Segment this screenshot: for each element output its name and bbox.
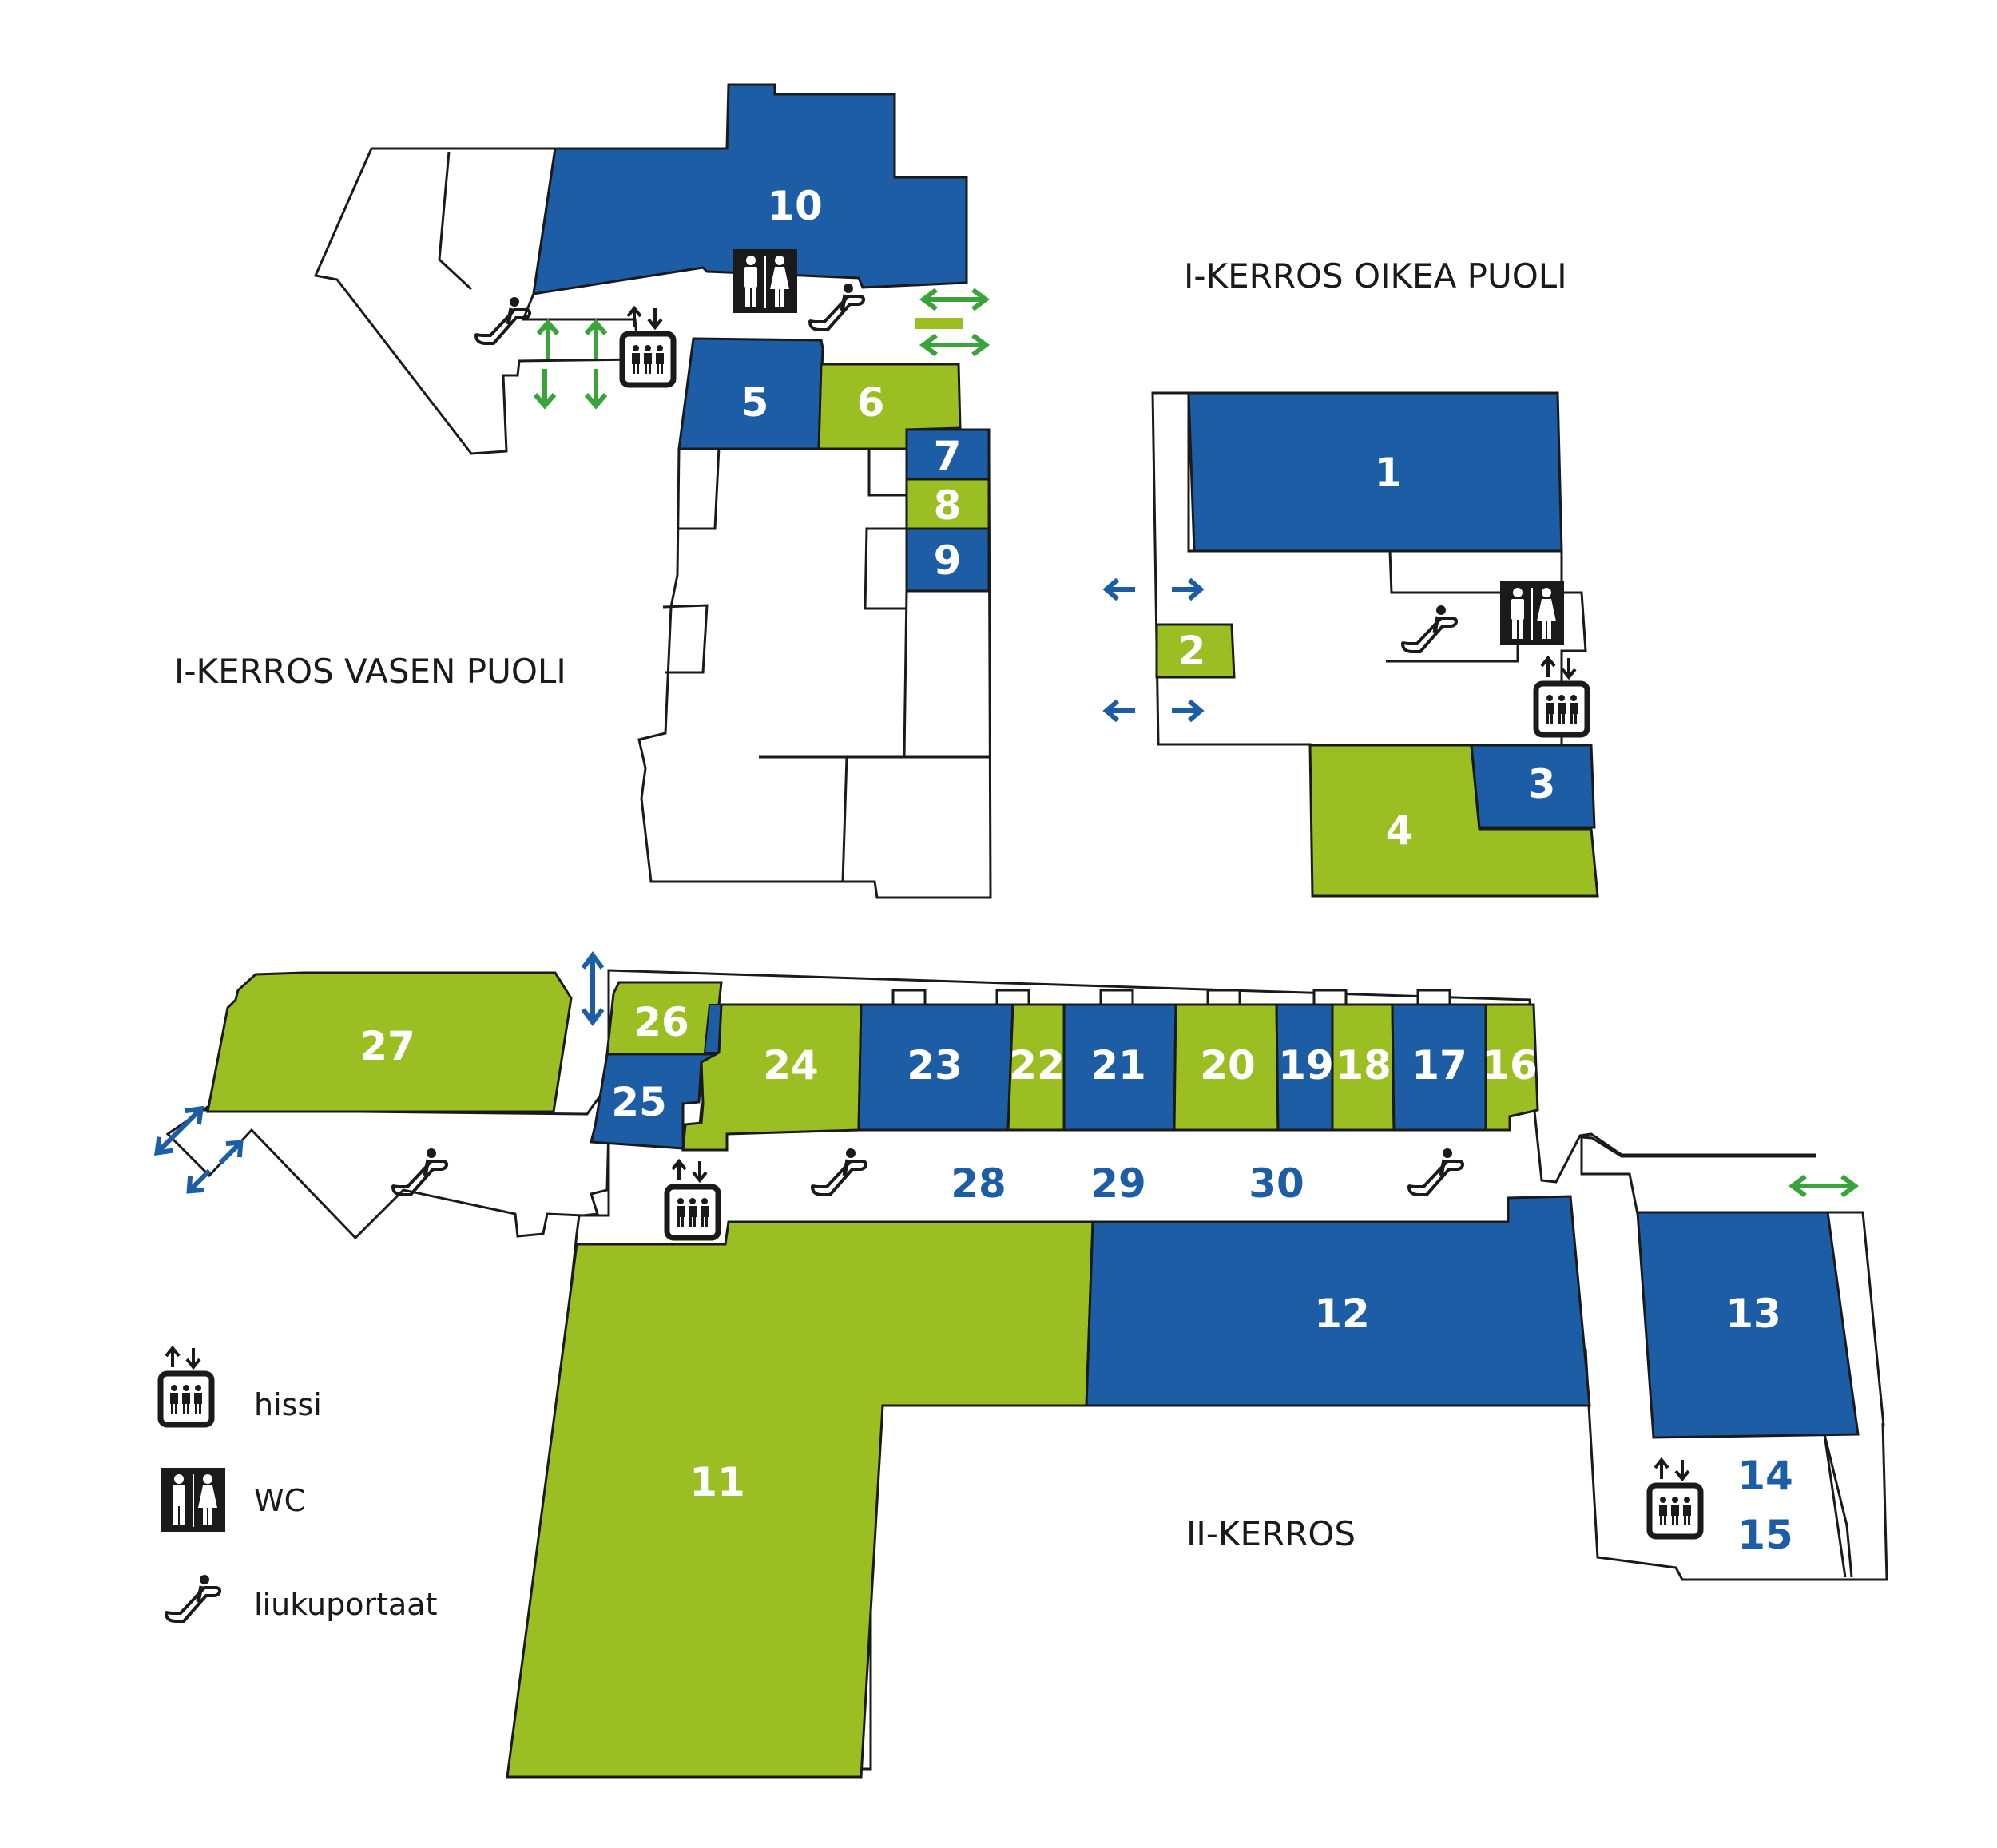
floor-title-second: II-KERROS: [1186, 1514, 1356, 1553]
floor-i-right: 1 2 3 4 I-KERROS OIKEA PUOLI: [1106, 256, 1599, 898]
unit-14-label: 14: [1737, 1453, 1793, 1499]
wc-icon: [1500, 581, 1564, 645]
escalator-icon: [166, 1575, 220, 1621]
unit-23-label: 23: [907, 1042, 963, 1089]
exit-marker: [915, 318, 963, 329]
arrow-icon: [1106, 701, 1135, 720]
legend-wc-label: WC: [254, 1483, 305, 1518]
unit-5-label: 5: [741, 379, 769, 426]
unit-8-label: 8: [934, 482, 962, 529]
unit-22-label: 22: [1009, 1042, 1065, 1089]
unit-13[interactable]: [1636, 1211, 1860, 1439]
wc-icon: [733, 249, 797, 313]
unit-12-label: 12: [1314, 1291, 1370, 1337]
unit-10[interactable]: [532, 83, 968, 295]
unit-7-label: 7: [934, 433, 962, 479]
floor-i-left: 10 5 6 7 8 9 I-KERROS VASEN PUOLI: [174, 83, 992, 899]
unit-20-label: 20: [1200, 1042, 1256, 1089]
unit-18-label: 18: [1336, 1042, 1392, 1089]
unit-4-label: 4: [1386, 807, 1414, 854]
unit-2[interactable]: [1155, 623, 1236, 679]
legend: hissi WC liukuportaat: [161, 1348, 437, 1622]
wc-icon: [161, 1468, 225, 1532]
unit-1-label: 1: [1375, 450, 1403, 496]
unit-12[interactable]: [1085, 1195, 1591, 1407]
arrow-icon: [583, 955, 602, 1022]
unit-17-label: 17: [1411, 1042, 1467, 1089]
unit-26-label: 26: [633, 999, 689, 1045]
unit-11-label: 11: [689, 1459, 745, 1505]
left-main-building: [637, 447, 992, 899]
unit-28-label: 28: [951, 1160, 1006, 1207]
roof-vent: [1206, 989, 1241, 1006]
unit-13-label: 13: [1725, 1291, 1781, 1337]
arrow-icon: [923, 290, 986, 309]
unit-24-label: 24: [763, 1042, 819, 1089]
arrow-icon: [535, 369, 554, 406]
arrow-icon: [586, 369, 605, 406]
arrow-icon: [1793, 1176, 1855, 1196]
floor-ii: 27 26 25 24 23 22 21 20 19 18 17 16 12 1…: [150, 955, 1888, 1779]
unit-16-label: 16: [1482, 1042, 1538, 1089]
unit-16[interactable]: [1484, 1003, 1539, 1132]
unit-30-label: 30: [1249, 1160, 1304, 1207]
unit-25-label: 25: [611, 1079, 667, 1125]
unit-3-label: 3: [1528, 761, 1556, 807]
unit-6-label: 6: [857, 379, 885, 426]
unit-21-label: 21: [1090, 1042, 1146, 1089]
arrow-icon: [1106, 580, 1135, 599]
arrow-icon: [923, 335, 986, 355]
unit-2-label: 2: [1178, 628, 1206, 674]
floor-title-left: I-KERROS VASEN PUOLI: [174, 652, 566, 691]
unit-15-label: 15: [1737, 1512, 1793, 1558]
unit-27-label: 27: [359, 1023, 415, 1069]
floor-title-right: I-KERROS OIKEA PUOLI: [1184, 256, 1567, 295]
legend-elevator-label: hissi: [254, 1387, 322, 1422]
roof-vent: [891, 989, 927, 1006]
roof-vent: [995, 989, 1030, 1006]
unit-29-label: 29: [1090, 1160, 1146, 1207]
roof-vent: [1099, 989, 1134, 1006]
unit-9[interactable]: [905, 527, 991, 593]
unit-8[interactable]: [905, 478, 991, 530]
unit-27[interactable]: [206, 971, 573, 1113]
unit-11[interactable]: [506, 1220, 1094, 1779]
unit-1[interactable]: [1187, 391, 1563, 553]
left-wing-corridor: [313, 147, 641, 455]
unit-10-label: 10: [767, 183, 823, 229]
legend-escalator-label: liukuportaat: [254, 1587, 437, 1622]
unit-3[interactable]: [1470, 744, 1596, 829]
elevator-icon: [161, 1348, 212, 1425]
escalator-icon: [810, 284, 864, 330]
unit-9-label: 9: [934, 537, 962, 584]
roof-vent: [1312, 989, 1348, 1006]
unit-19-label: 19: [1278, 1042, 1334, 1089]
roof-vent: [1416, 989, 1451, 1006]
